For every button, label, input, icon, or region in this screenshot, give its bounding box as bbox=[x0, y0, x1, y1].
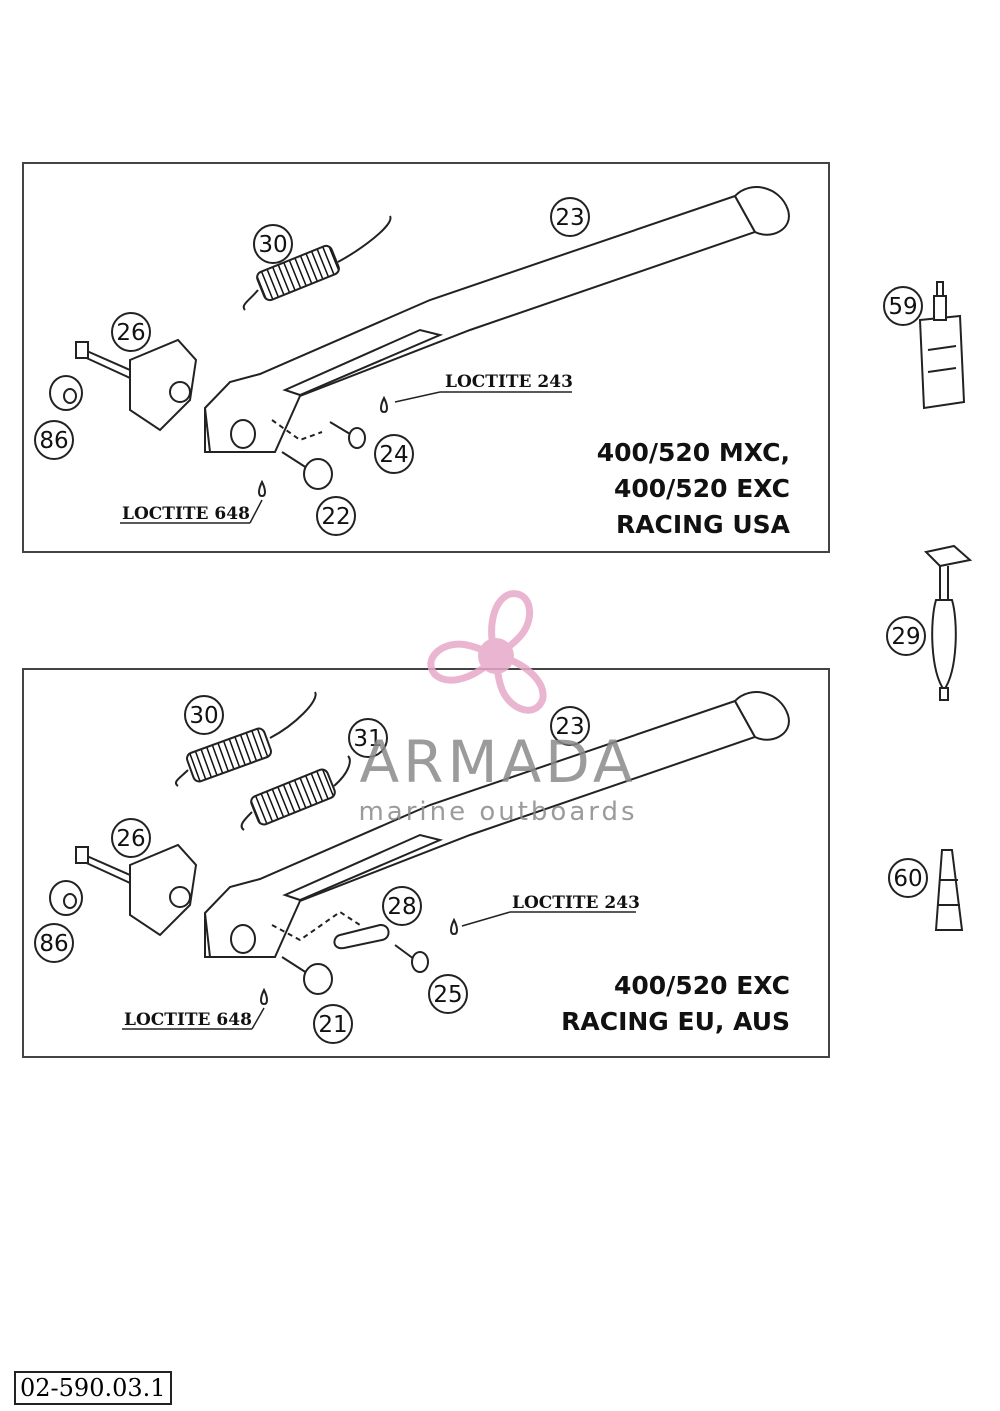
callout-number: 86 bbox=[39, 428, 68, 454]
callout-28: 28 bbox=[382, 886, 422, 926]
model-line: 400/520 EXC bbox=[614, 971, 790, 1000]
nut bbox=[49, 375, 83, 411]
model-line: 400/520 MXC, bbox=[597, 438, 790, 467]
side-stand-assembly-top bbox=[49, 186, 790, 498]
callout-23: 23 bbox=[550, 197, 590, 237]
callout-30: 30 bbox=[253, 224, 293, 264]
callout-59: 59 bbox=[883, 286, 923, 326]
reference-code: 02-590.03.1 bbox=[14, 1371, 172, 1405]
model-line: RACING USA bbox=[616, 510, 791, 539]
callout-25: 25 bbox=[428, 974, 468, 1014]
leaders-bottom bbox=[122, 911, 636, 1030]
callout-number: 29 bbox=[891, 624, 920, 650]
callout-21: 21 bbox=[313, 1004, 353, 1044]
callout-number: 28 bbox=[387, 894, 416, 920]
callout-number: 23 bbox=[555, 714, 584, 740]
callout-number: 21 bbox=[318, 1012, 347, 1038]
callout-number: 25 bbox=[433, 982, 462, 1008]
side-stand-assembly-bottom bbox=[49, 691, 790, 1006]
loctite-243-label: LOCTITE 243 bbox=[445, 372, 573, 392]
callout-30: 30 bbox=[184, 695, 224, 735]
callout-number: 23 bbox=[555, 205, 584, 231]
spring bbox=[256, 244, 340, 302]
model-line: RACING EU, AUS bbox=[561, 1007, 790, 1036]
callout-number: 30 bbox=[189, 703, 218, 729]
callout-layer: 30 23 26 86 24 22 30 31 23 26 86 28 25 21 59 29 60 bbox=[34, 197, 928, 1044]
callout-86: 86 bbox=[34, 420, 74, 460]
callout-number: 86 bbox=[39, 931, 68, 957]
callout-22: 22 bbox=[316, 496, 356, 536]
loctite-648-label: LOCTITE 648 bbox=[122, 504, 250, 524]
leaders-top bbox=[120, 391, 572, 524]
sealant-tube-icon bbox=[934, 849, 964, 931]
side-stand-foot bbox=[733, 691, 790, 741]
spring bbox=[186, 727, 272, 783]
callout-number: 31 bbox=[353, 726, 382, 752]
callout-number: 26 bbox=[116, 320, 145, 346]
tool-icon bbox=[923, 544, 973, 568]
pivot-bracket bbox=[129, 338, 198, 432]
spring bbox=[250, 768, 336, 826]
callout-number: 59 bbox=[888, 294, 917, 320]
link-plate bbox=[333, 924, 390, 950]
watermark-tagline: marine outboards bbox=[358, 797, 637, 827]
callout-86: 86 bbox=[34, 923, 74, 963]
model-line: 400/520 EXC bbox=[614, 474, 790, 503]
callout-number: 60 bbox=[893, 866, 922, 892]
callout-29: 29 bbox=[886, 616, 926, 656]
watermark: ARMADA marine outboards bbox=[358, 590, 637, 827]
callout-26: 26 bbox=[111, 312, 151, 352]
callout-26: 26 bbox=[111, 818, 151, 858]
callout-60: 60 bbox=[888, 858, 928, 898]
side-stand-foot bbox=[733, 186, 790, 236]
watermark-name: ARMADA bbox=[359, 728, 636, 796]
propeller-logo-icon bbox=[427, 590, 547, 714]
callout-24: 24 bbox=[374, 434, 414, 474]
callout-number: 24 bbox=[379, 442, 408, 468]
callout-number: 22 bbox=[321, 504, 350, 530]
callout-31: 31 bbox=[348, 718, 388, 758]
loctite-648-label: LOCTITE 648 bbox=[124, 1010, 252, 1030]
callout-number: 30 bbox=[258, 232, 287, 258]
loctite-bottle-icon bbox=[918, 314, 966, 410]
callout-number: 26 bbox=[116, 826, 145, 852]
side-parts bbox=[918, 281, 973, 931]
callout-23: 23 bbox=[550, 706, 590, 746]
nut bbox=[49, 880, 83, 916]
loctite-243-label: LOCTITE 243 bbox=[512, 893, 640, 913]
pivot-bracket bbox=[129, 843, 198, 937]
